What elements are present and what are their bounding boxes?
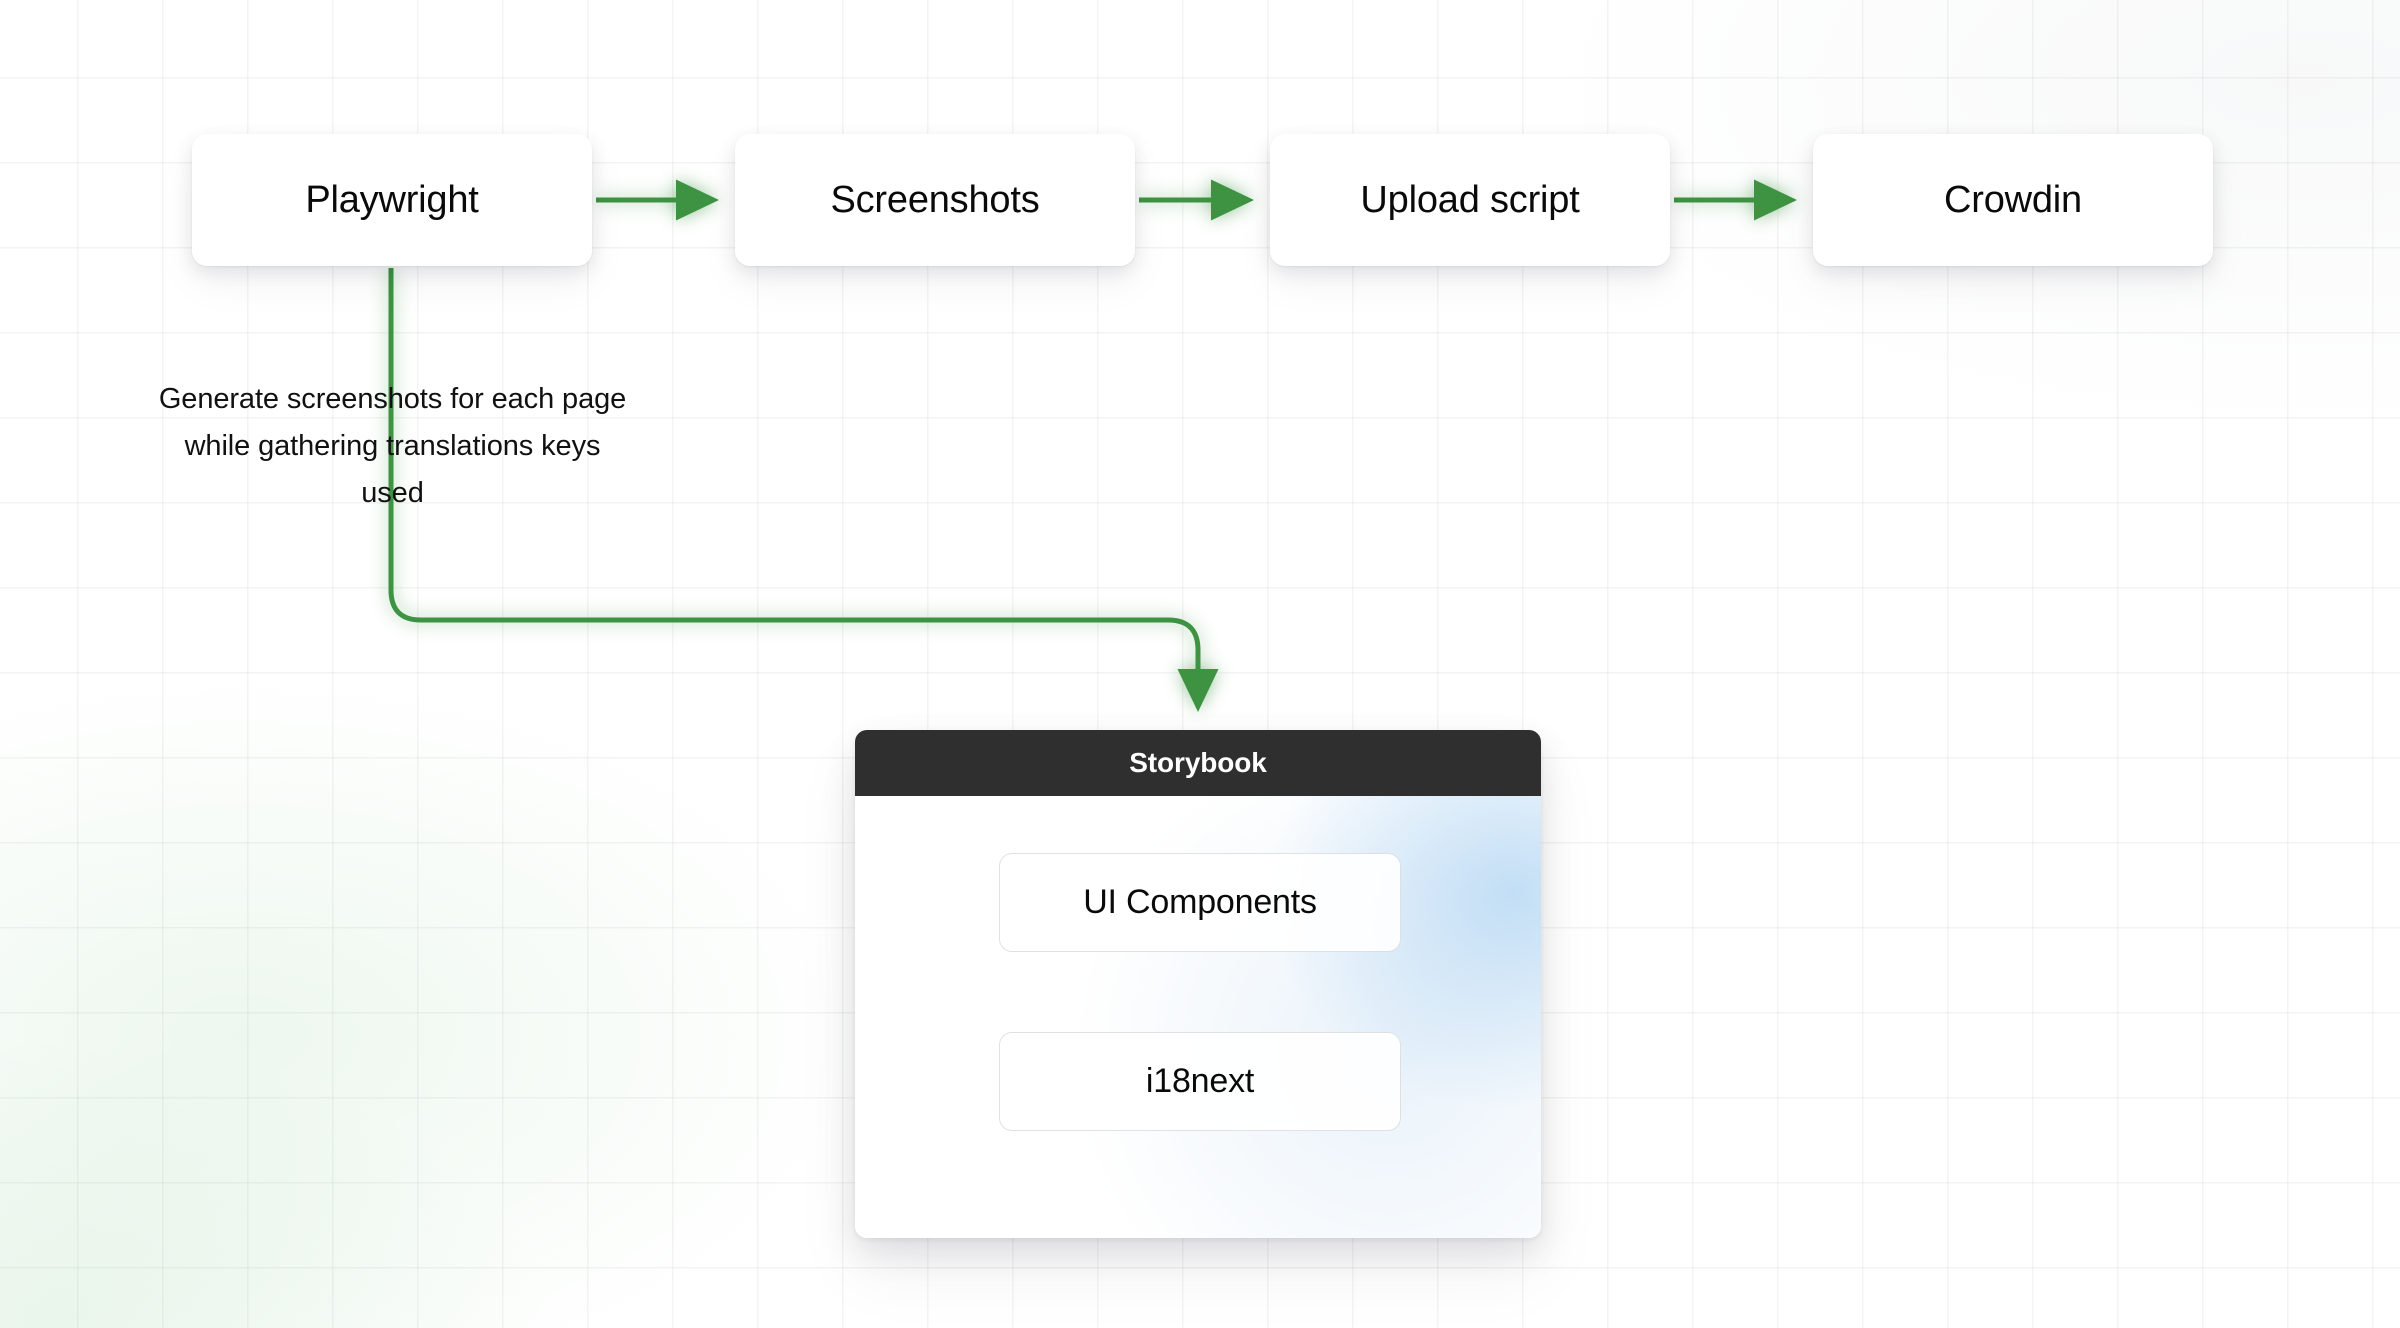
- flow-node-screenshots[interactable]: Screenshots: [735, 134, 1135, 266]
- flow-node-crowdin[interactable]: Crowdin: [1813, 134, 2213, 266]
- storybook-panel-body: UI Components i18next: [855, 796, 1541, 1238]
- storybook-panel: Storybook: [855, 730, 1541, 1238]
- storybook-node-i18next[interactable]: i18next: [999, 1032, 1401, 1131]
- storybook-panel-title: Storybook: [855, 730, 1541, 796]
- annotation-label: Generate screenshots for each page while…: [158, 383, 627, 509]
- flow-node-upload-script[interactable]: Upload script: [1270, 134, 1670, 266]
- flow-node-playwright[interactable]: Playwright: [192, 134, 592, 266]
- storybook-node-ui-components[interactable]: UI Components: [999, 853, 1401, 952]
